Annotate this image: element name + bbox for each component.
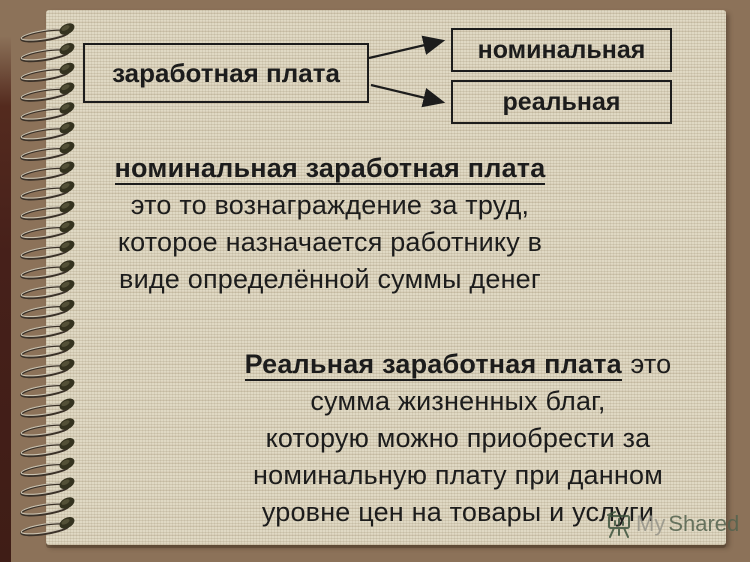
branch-real-label: реальная [502,87,621,116]
real-line: сумма жизненных благ, [310,386,606,416]
real-term-line: Реальная заработная плата это [198,346,718,383]
branch-nominal-label: номинальная [477,35,646,64]
real-line: уровне цен на товары и услуги [261,497,655,527]
watermark-shared-text: Shared [668,511,740,536]
real-definition: Реальная заработная плата это сумма жизне… [198,346,718,531]
nominal-line: это то вознаграждение за труд, [130,190,530,220]
nominal-line: которое назначается работнику в [117,227,543,257]
root-box: заработная плата [83,43,369,103]
real-term-tail: это [630,349,672,379]
real-term: Реальная заработная плата [244,349,622,381]
nominal-term: номинальная заработная плата [114,153,546,185]
branch-box-nominal: номинальная [451,28,672,72]
branch-box-real: реальная [451,80,672,124]
watermark-my-text: My [636,511,666,536]
nominal-term-line: номинальная заработная плата [75,150,585,187]
root-box-label: заработная плата [112,57,340,88]
real-line: номинальную плату при данном [253,460,663,490]
nominal-definition: номинальная заработная плата это то возн… [75,150,585,298]
real-line: которую можно приобрести за [265,423,651,453]
left-edge-shadow [0,36,11,562]
myshared-flipchart-icon [607,511,630,538]
nominal-line: виде определённой суммы денег [119,264,541,294]
